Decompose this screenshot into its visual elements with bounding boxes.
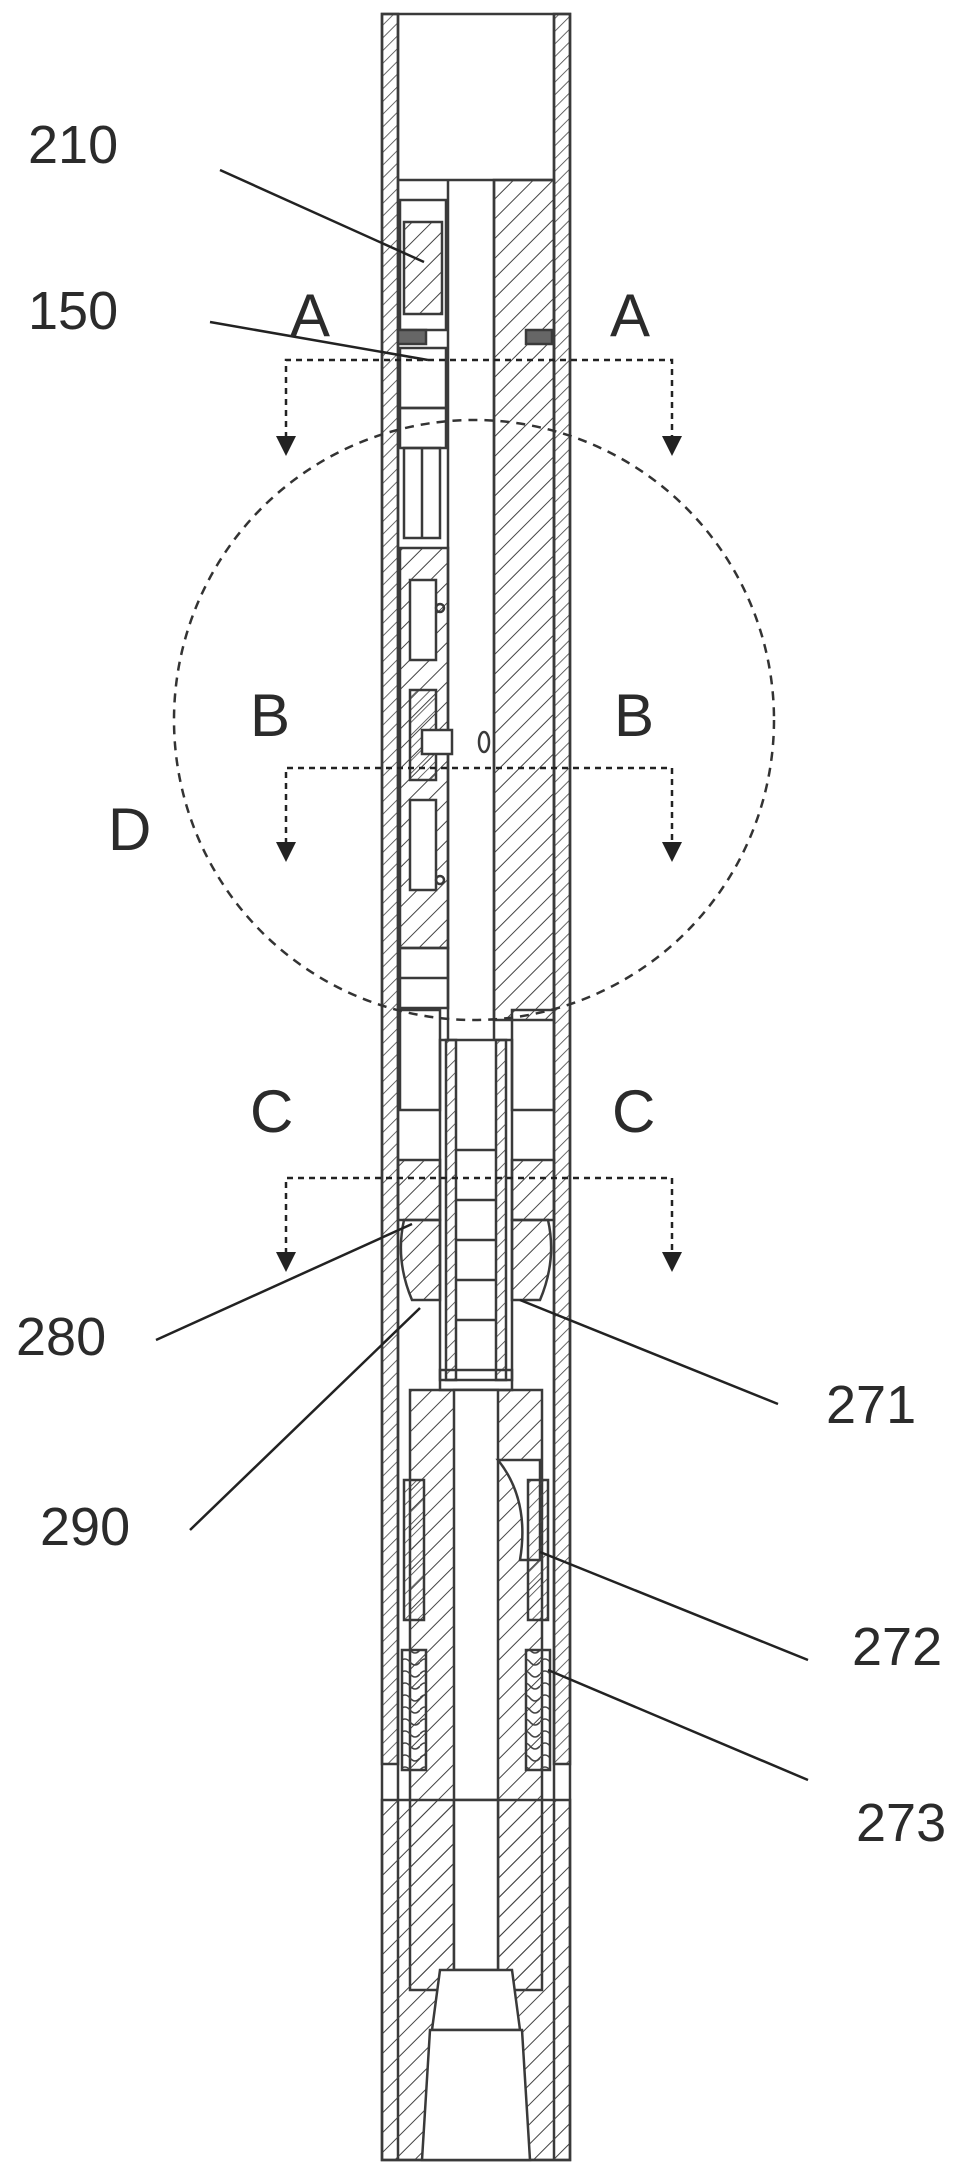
label-280: 280 [16, 1307, 107, 1367]
section-label-c-left: C [250, 1078, 294, 1145]
spring-273 [524, 1648, 552, 1772]
part-150-seal [396, 328, 428, 346]
label-150: 150 [28, 281, 119, 341]
detail-label-d: D [108, 796, 152, 863]
central-mandrel [492, 178, 556, 1022]
section-lines [284, 358, 674, 1254]
section-label-b-left: B [250, 682, 291, 749]
part-280 [396, 1158, 442, 1222]
leader-210 [219, 168, 425, 264]
label-210: 210 [28, 115, 119, 175]
section-line-b [284, 766, 674, 844]
spring-left [400, 1648, 428, 1772]
label-290: 290 [40, 1497, 131, 1557]
leader-150 [209, 320, 429, 362]
part-210 [402, 220, 444, 316]
section-arrows [276, 436, 682, 1272]
leader-290 [189, 1307, 421, 1531]
detail-circle-d [172, 418, 776, 1022]
leader-280 [155, 1222, 413, 1342]
right-seal [524, 328, 554, 346]
section-label-b-right: B [614, 682, 655, 749]
section-line-c [284, 1176, 674, 1254]
tool-body [380, 12, 572, 2162]
section-label-a-right: A [610, 282, 651, 349]
label-273: 273 [856, 1793, 947, 1853]
leader-273 [547, 1668, 809, 1782]
section-label-c-right: C [612, 1078, 656, 1145]
label-272: 272 [852, 1617, 943, 1677]
leader-lines [155, 168, 809, 1782]
leader-271 [519, 1298, 779, 1406]
section-label-a-left: A [290, 282, 331, 349]
leader-272 [539, 1550, 809, 1662]
casing-left-wall [380, 12, 400, 1766]
label-271: 271 [826, 1375, 917, 1435]
section-line-a [284, 358, 674, 438]
casing-right-wall [552, 12, 572, 1766]
part-290 [399, 1218, 442, 1302]
